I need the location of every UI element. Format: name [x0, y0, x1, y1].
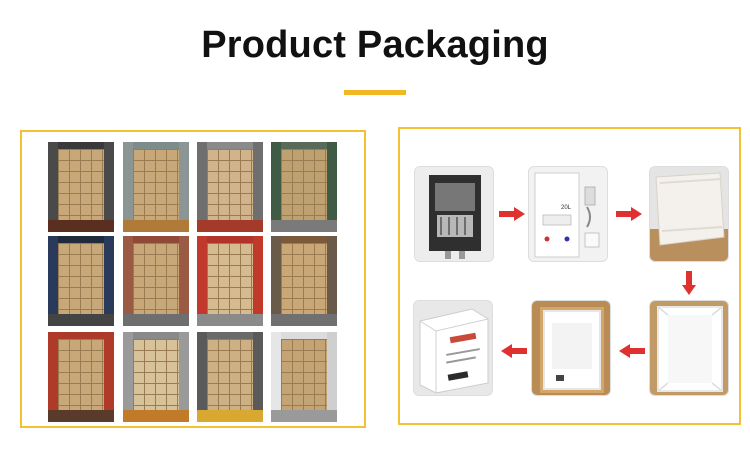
- step-photo-unit-accessories: 20L: [528, 166, 608, 262]
- container-photo: [197, 142, 263, 232]
- arrow-right-icon: [616, 207, 642, 221]
- container-photo: [271, 332, 337, 422]
- arrow-right-icon: [499, 207, 525, 221]
- step-photo-bare-unit: [414, 166, 494, 262]
- step-photo-foam-wrapped: [649, 166, 729, 262]
- container-photo: [271, 236, 337, 326]
- step-label: 20L: [561, 205, 572, 211]
- container-photo: [271, 142, 337, 232]
- packaging-process-panel: 20L: [398, 127, 741, 425]
- arrow-left-icon: [619, 344, 645, 358]
- container-photo: [197, 332, 263, 422]
- container-photo: [197, 236, 263, 326]
- arrow-left-icon: [501, 344, 527, 358]
- title-underline: [344, 90, 406, 95]
- container-photos-panel: [20, 130, 366, 428]
- step-photo-unit-in-carton: [531, 300, 611, 396]
- step-photo-foam-in-carton: [649, 300, 729, 396]
- page-title: Product Packaging: [201, 24, 549, 66]
- step-photo-sealed-box: [413, 300, 493, 396]
- container-photo: [123, 142, 189, 232]
- container-photo: [48, 142, 114, 232]
- container-photo: [48, 236, 114, 326]
- arrow-down-icon: [682, 271, 696, 295]
- container-photo: [48, 332, 114, 422]
- container-photo: [123, 332, 189, 422]
- container-photo: [123, 236, 189, 326]
